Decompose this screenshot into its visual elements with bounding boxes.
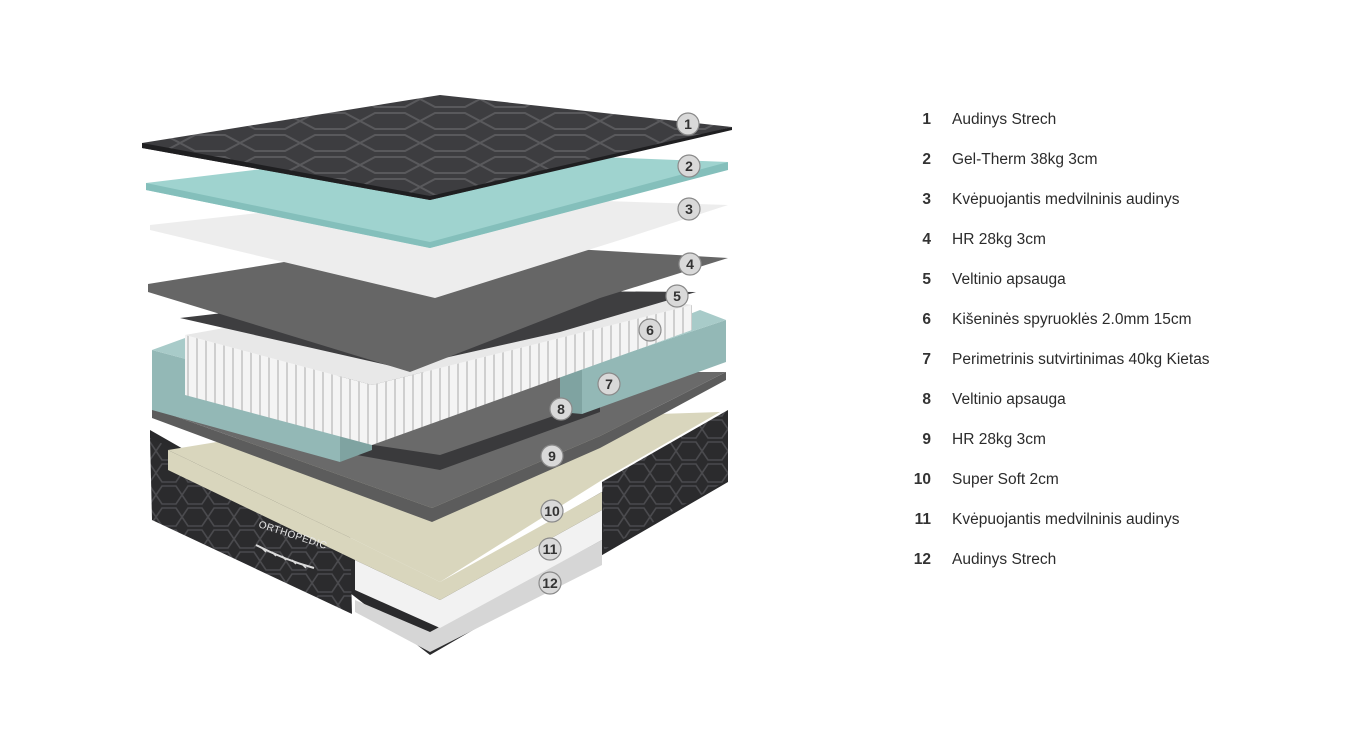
- marker-1: 1: [676, 112, 700, 136]
- legend-number: 10: [913, 471, 931, 488]
- legend-number: 2: [922, 151, 931, 168]
- legend-number: 7: [922, 351, 931, 368]
- legend-number: 6: [922, 311, 931, 328]
- legend-number: 8: [922, 391, 931, 408]
- legend-number: 4: [922, 231, 931, 248]
- svg-text:7: 7: [605, 376, 613, 392]
- legend-number: 1: [922, 111, 931, 128]
- svg-text:1: 1: [684, 116, 692, 132]
- legend-item-11: 11 Kvėpuojantis medvilninis audinys: [905, 500, 1345, 540]
- legend-item-12: 12 Audinys Strech: [905, 540, 1345, 580]
- legend-number: 9: [922, 431, 931, 448]
- svg-text:8: 8: [557, 401, 565, 417]
- legend-number: 5: [922, 271, 931, 288]
- legend-label: Kvėpuojantis medvilninis audinys: [952, 191, 1180, 208]
- legend-label: Audinys Strech: [952, 111, 1057, 128]
- legend-item-6: 6 Kišeninės spyruoklės 2.0mm 15cm: [905, 300, 1345, 340]
- legend-label: Veltinio apsauga: [952, 271, 1066, 288]
- marker-11: 11: [538, 537, 562, 561]
- legend-label: Super Soft 2cm: [952, 471, 1059, 488]
- legend-label: HR 28kg 3cm: [952, 231, 1046, 248]
- marker-5: 5: [665, 284, 689, 308]
- legend-item-5: 5 Veltinio apsauga: [905, 260, 1345, 300]
- svg-text:9: 9: [548, 448, 556, 464]
- layer-10-shape: [168, 450, 602, 600]
- legend-label: HR 28kg 3cm: [952, 431, 1046, 448]
- mattress-layers-illustration: ORTHOPEDIC 1: [142, 95, 732, 655]
- legend-label: Audinys Strech: [952, 551, 1057, 568]
- base-right-side: [602, 410, 728, 550]
- layer-legend: 1 Audinys Strech 2 Gel-Therm 38kg 3cm 3 …: [905, 100, 1345, 580]
- svg-text:11: 11: [543, 541, 558, 557]
- legend-label: Veltinio apsauga: [952, 391, 1066, 408]
- legend-item-4: 4 HR 28kg 3cm: [905, 220, 1345, 260]
- svg-text:6: 6: [646, 322, 654, 338]
- marker-10: 10: [540, 499, 564, 523]
- layer-4-shape: [148, 240, 728, 372]
- svg-text:12: 12: [542, 575, 558, 591]
- legend-number: 12: [913, 551, 931, 568]
- legend-number: 3: [922, 191, 931, 208]
- marker-8: 8: [549, 397, 573, 421]
- legend-number: 11: [914, 511, 931, 528]
- svg-text:4: 4: [686, 256, 694, 272]
- legend-item-9: 9 HR 28kg 3cm: [905, 420, 1345, 460]
- layer-3-shape: [150, 195, 728, 298]
- marker-4: 4: [678, 252, 702, 276]
- svg-text:5: 5: [673, 288, 681, 304]
- layer-8-shape: [340, 400, 600, 470]
- legend-item-2: 2 Gel-Therm 38kg 3cm: [905, 140, 1345, 180]
- marker-9: 9: [540, 444, 564, 468]
- layer-11-shape: [355, 510, 602, 628]
- layer-1-shape: [142, 95, 732, 200]
- svg-text:2: 2: [685, 158, 693, 174]
- marker-2: 2: [677, 154, 701, 178]
- layer-markers: 1 2 3 4 5 6 7 8: [538, 112, 702, 595]
- legend-item-8: 8 Veltinio apsauga: [905, 380, 1345, 420]
- marker-6: 6: [638, 318, 662, 342]
- marker-7: 7: [597, 372, 621, 396]
- legend-label: Perimetrinis sutvirtinimas 40kg Kietas: [952, 351, 1210, 368]
- marker-12: 12: [538, 571, 562, 595]
- svg-text:3: 3: [685, 201, 693, 217]
- legend-item-3: 3 Kvėpuojantis medvilninis audinys: [905, 180, 1345, 220]
- legend-item-1: 1 Audinys Strech: [905, 100, 1345, 140]
- legend-label: Gel-Therm 38kg 3cm: [952, 151, 1098, 168]
- legend-item-10: 10 Super Soft 2cm: [905, 460, 1345, 500]
- legend-item-7: 7 Perimetrinis sutvirtinimas 40kg Kietas: [905, 340, 1345, 380]
- svg-text:10: 10: [544, 503, 560, 519]
- legend-label: Kišeninės spyruoklės 2.0mm 15cm: [952, 311, 1192, 328]
- marker-3: 3: [677, 197, 701, 221]
- legend-label: Kvėpuojantis medvilninis audinys: [952, 511, 1180, 528]
